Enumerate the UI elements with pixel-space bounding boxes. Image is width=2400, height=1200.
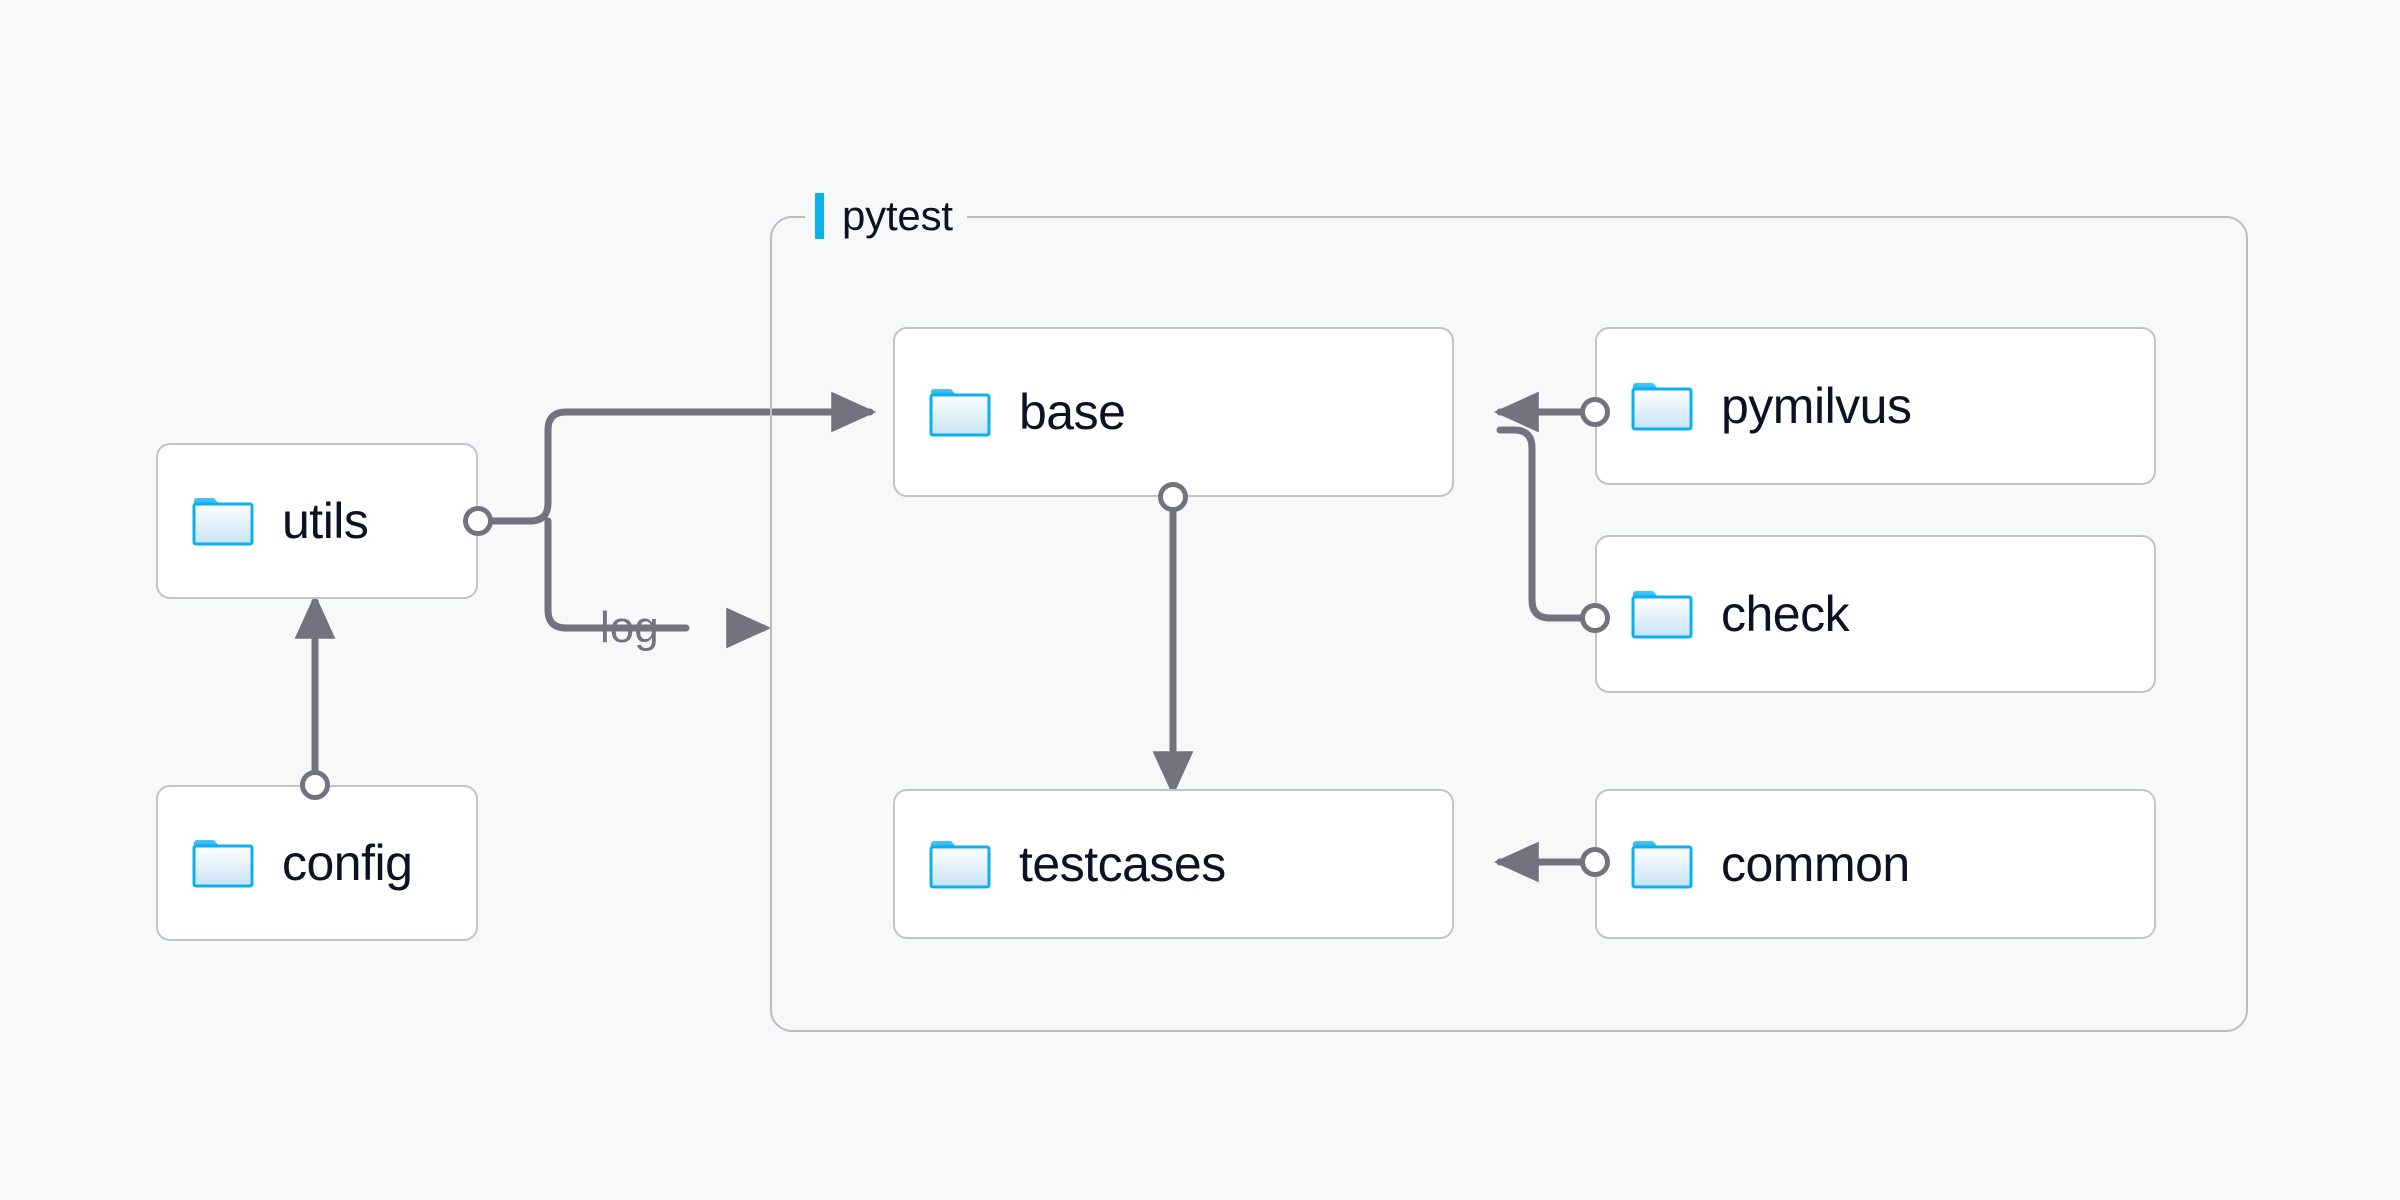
- node-pymilvus-label: pymilvus: [1721, 378, 1912, 434]
- port-base-bottom[interactable]: [1158, 482, 1188, 512]
- node-common-label: common: [1721, 836, 1910, 892]
- node-config-label: config: [282, 835, 413, 891]
- port-utils-right[interactable]: [463, 506, 493, 536]
- node-base-label: base: [1019, 384, 1126, 440]
- folder-icon: [192, 840, 254, 888]
- node-config[interactable]: config: [156, 785, 478, 941]
- port-common-left[interactable]: [1580, 847, 1610, 877]
- port-config-top[interactable]: [300, 770, 330, 800]
- folder-icon: [192, 498, 254, 546]
- edge-label-log: log: [600, 603, 659, 652]
- node-common[interactable]: common: [1595, 789, 2156, 939]
- port-pymilvus-left[interactable]: [1580, 397, 1610, 427]
- node-check[interactable]: check: [1595, 535, 2156, 693]
- accent-bar-icon: [815, 193, 824, 239]
- node-testcases[interactable]: testcases: [893, 789, 1454, 939]
- pytest-group-container: [770, 216, 2248, 1032]
- folder-icon: [1631, 591, 1693, 639]
- node-testcases-label: testcases: [1019, 836, 1226, 892]
- folder-icon: [929, 841, 991, 889]
- pytest-group-title: pytest: [842, 192, 953, 239]
- folder-icon: [1631, 841, 1693, 889]
- pytest-group-label: pytest: [805, 188, 967, 244]
- folder-icon: [1631, 383, 1693, 431]
- node-utils[interactable]: utils: [156, 443, 478, 599]
- node-base[interactable]: base: [893, 327, 1454, 497]
- port-check-left[interactable]: [1580, 603, 1610, 633]
- node-check-label: check: [1721, 586, 1850, 642]
- folder-icon: [929, 389, 991, 437]
- node-pymilvus[interactable]: pymilvus: [1595, 327, 2156, 485]
- node-utils-label: utils: [282, 493, 369, 549]
